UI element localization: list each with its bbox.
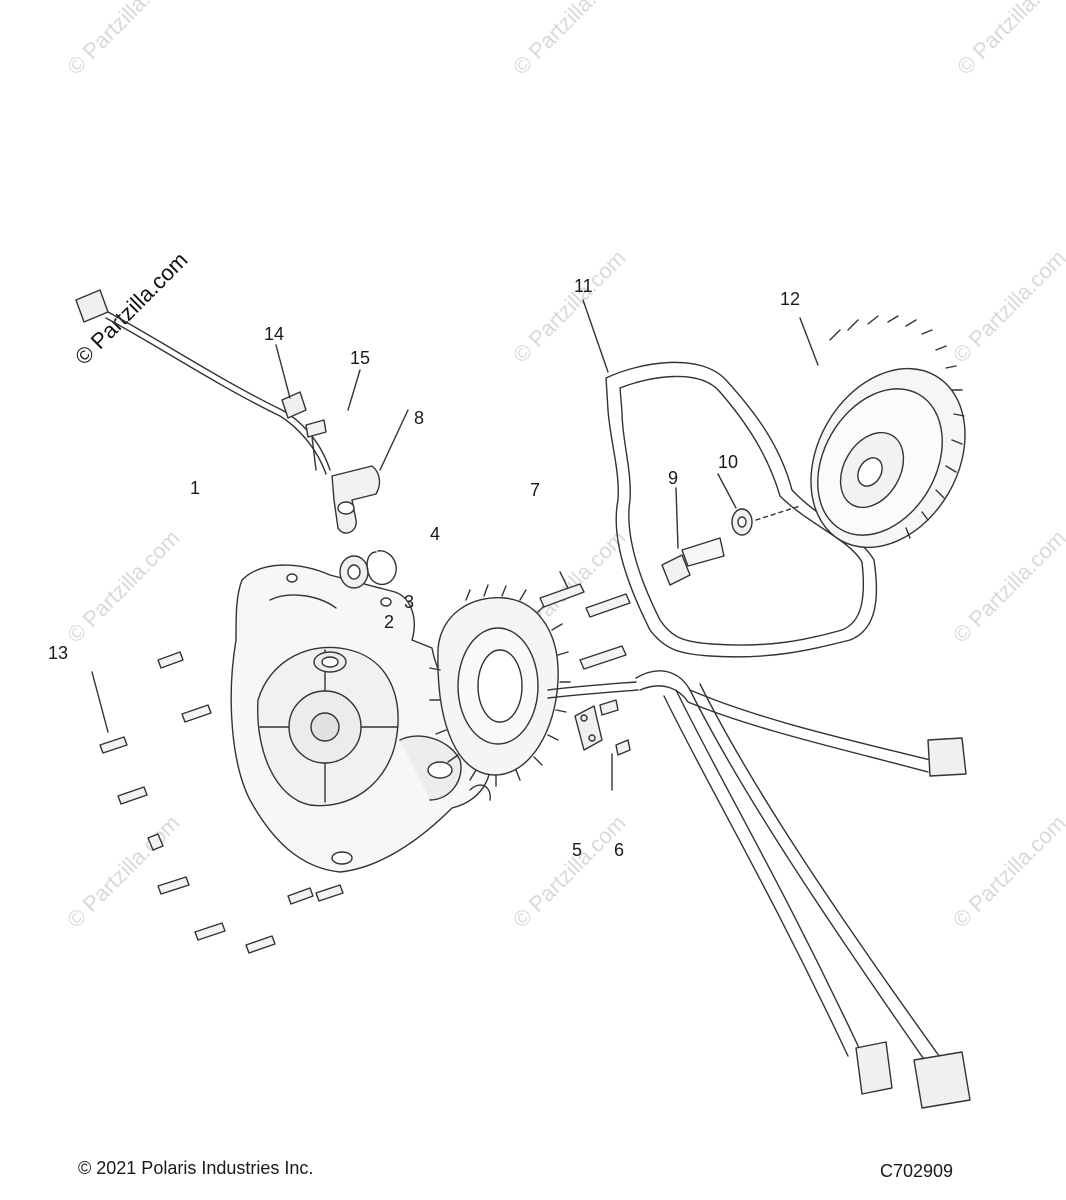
flywheel-icon bbox=[799, 315, 966, 549]
callout-3: 3 bbox=[404, 592, 415, 612]
stator-bolt-icon bbox=[539, 571, 631, 670]
main-harness-icon bbox=[635, 670, 971, 1109]
cover-bolt-icon bbox=[91, 651, 344, 954]
callout-2: 2 bbox=[384, 612, 395, 632]
flywheel-bolt-icon bbox=[661, 487, 725, 586]
callout-7: 7 bbox=[530, 480, 541, 500]
callout-13: 13 bbox=[48, 643, 69, 663]
sensor-screw-icon bbox=[305, 369, 361, 471]
callout-6: 6 bbox=[614, 840, 625, 860]
washer-icon bbox=[717, 473, 801, 536]
screw-icon bbox=[599, 699, 631, 791]
snap-ring-icon bbox=[366, 550, 397, 585]
callout-8: 8 bbox=[414, 408, 425, 428]
bearing-icon bbox=[339, 555, 369, 589]
retainer-plate-icon bbox=[574, 705, 603, 751]
callout-11: 11 bbox=[574, 276, 593, 296]
callout-12: 12 bbox=[780, 289, 801, 309]
copyright-text: © 2021 Polaris Industries Inc. bbox=[78, 1158, 314, 1178]
diagram-code: C702909 bbox=[880, 1161, 954, 1181]
callout-10: 10 bbox=[718, 452, 739, 472]
stator-cover-icon bbox=[230, 564, 491, 873]
callout-4: 4 bbox=[430, 524, 441, 544]
speed-sensor-icon bbox=[331, 409, 409, 534]
callout-9: 9 bbox=[668, 468, 679, 488]
callout-15: 15 bbox=[350, 348, 371, 368]
gasket-icon bbox=[582, 299, 878, 658]
callout-5: 5 bbox=[572, 840, 583, 860]
callout-1: 1 bbox=[190, 478, 201, 498]
harness-clip-icon bbox=[75, 289, 331, 475]
stator-icon bbox=[429, 584, 639, 787]
callout-14: 14 bbox=[264, 324, 285, 344]
